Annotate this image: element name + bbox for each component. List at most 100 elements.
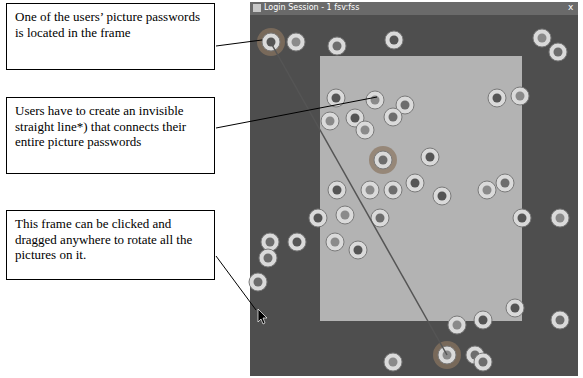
callout-text: This frame can be clicked and dragged an…: [15, 216, 206, 263]
icon-picture: [411, 179, 420, 188]
callout-box: This frame can be clicked and dragged an…: [6, 210, 215, 280]
picture-icon: [249, 273, 267, 291]
selection-glow: [257, 28, 285, 56]
icon-disc: [262, 33, 280, 51]
icon-disc: [356, 121, 374, 139]
icon-disc: [384, 181, 402, 199]
icon-picture: [483, 186, 492, 195]
leader-lines: [216, 40, 377, 310]
picture-icon: [511, 87, 529, 105]
icon-disc: [474, 353, 492, 371]
icon-picture: [438, 192, 447, 201]
picture-icon: [384, 353, 402, 371]
leader-line: [216, 40, 262, 46]
icon-disc: [506, 299, 524, 317]
picture-icon: [356, 121, 374, 139]
picture-icon: [384, 108, 402, 126]
icon-picture: [326, 117, 335, 126]
icon-disc: [549, 43, 567, 61]
picture-icon: [533, 29, 551, 47]
picture-icons: [249, 28, 569, 371]
icon-picture: [266, 238, 275, 247]
callout-box: One of the users’ picture passwords is l…: [6, 3, 215, 70]
icon-picture: [453, 321, 462, 330]
icon-disc: [349, 241, 367, 259]
icon-disc: [288, 233, 306, 251]
icon-picture: [361, 126, 370, 135]
icon-disc: [336, 206, 354, 224]
icon-picture: [351, 114, 360, 123]
picture-icon: [288, 233, 306, 251]
invisible-line: [271, 43, 447, 355]
icon-picture: [390, 36, 399, 45]
icon-disc: [421, 148, 439, 166]
icon-picture: [376, 214, 385, 223]
icon-disc: [384, 108, 402, 126]
icon-picture: [538, 34, 547, 43]
picture-icon: [513, 209, 531, 227]
icon-disc: [406, 174, 424, 192]
callout-box: Users have to create an invisible straig…: [6, 97, 215, 174]
callout-text: One of the users’ picture passwords is l…: [15, 9, 206, 40]
title-bar: [250, 2, 578, 15]
icon-picture: [389, 113, 398, 122]
window-frame: [250, 2, 578, 376]
icon-picture: [371, 96, 380, 105]
icon-picture: [331, 238, 340, 247]
picture-icon: [328, 37, 346, 55]
picture-icon: [361, 181, 379, 199]
icon-disc: [259, 249, 277, 267]
icon-disc: [261, 233, 279, 251]
icon-picture: [354, 246, 363, 255]
picture-icon: [385, 31, 403, 49]
icon-disc: [374, 151, 392, 169]
icon-disc: [551, 311, 569, 329]
window-title: Login Session - 1 fsv:fss: [264, 2, 359, 14]
icon-disc: [366, 91, 384, 109]
picture-icon: [261, 233, 279, 251]
picture-icon: [384, 181, 402, 199]
icon-picture: [264, 254, 273, 263]
picture-icon: [551, 209, 569, 227]
icon-disc: [433, 187, 451, 205]
icon-disc: [321, 112, 339, 130]
leader-line: [216, 256, 256, 310]
icon-disc: [513, 209, 531, 227]
picture-icon: [259, 249, 277, 267]
icon-disc: [361, 181, 379, 199]
icon-picture: [333, 42, 342, 51]
picture-icon: [551, 311, 569, 329]
picture-icon: [496, 174, 514, 192]
icon-disc: [309, 209, 327, 227]
selection-glow: [369, 146, 397, 174]
icon-disc: [287, 33, 305, 51]
picture-icon: [506, 299, 524, 317]
icon-picture: [518, 214, 527, 223]
icon-picture: [479, 358, 488, 367]
picture-icon: [327, 89, 345, 107]
picture-icon: [309, 209, 327, 227]
picture-icon: [478, 181, 496, 199]
icon-picture: [554, 48, 563, 57]
picture-icon: [474, 311, 492, 329]
icon-picture: [516, 92, 525, 101]
picture-icon: [474, 353, 492, 371]
icon-disc: [448, 316, 466, 334]
icon-picture: [389, 358, 398, 367]
leader-line: [216, 97, 377, 128]
icon-picture: [292, 38, 301, 47]
callout-text: Users have to create an invisible straig…: [15, 103, 206, 150]
icon-picture: [379, 156, 388, 165]
icon-disc: [327, 89, 345, 107]
icon-picture: [501, 179, 510, 188]
icon-picture: [479, 316, 488, 325]
picture-icon: [321, 112, 339, 130]
picture-icon: [336, 206, 354, 224]
icon-picture: [556, 316, 565, 325]
icon-disc: [533, 29, 551, 47]
picture-icon: [326, 233, 344, 251]
picture-icon: [287, 33, 305, 51]
picture-icon: [406, 174, 424, 192]
icon-picture: [389, 186, 398, 195]
icon-picture: [254, 278, 263, 287]
